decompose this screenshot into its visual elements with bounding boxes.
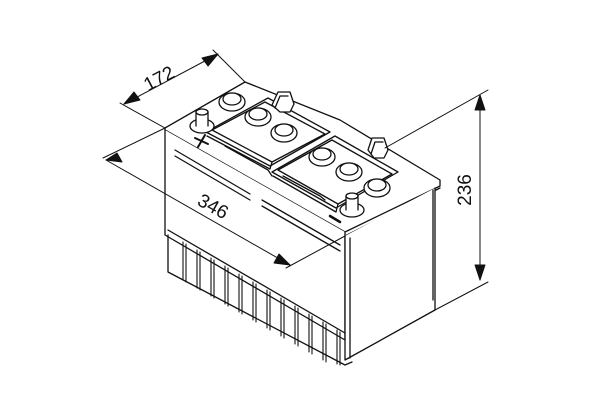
dimension-length [102,127,346,269]
battery-ribs [182,241,341,366]
dimension-height [384,89,489,311]
cell-cap-5-icon [335,162,363,182]
cell-cap-6-icon [363,178,391,198]
cell-cap-3-icon [270,123,298,143]
positive-terminal-icon [189,108,215,148]
dimension-width-label: 172 [140,62,178,95]
dimension-height-label: 236 [455,174,476,206]
cell-cap-1-icon [218,92,246,112]
dimension-width [119,49,246,129]
cell-caps [218,92,391,198]
negative-terminal-icon [328,192,365,224]
cell-cap-2-icon [244,107,272,127]
front-label-lines [174,149,341,252]
cell-cap-4-icon [308,147,336,167]
